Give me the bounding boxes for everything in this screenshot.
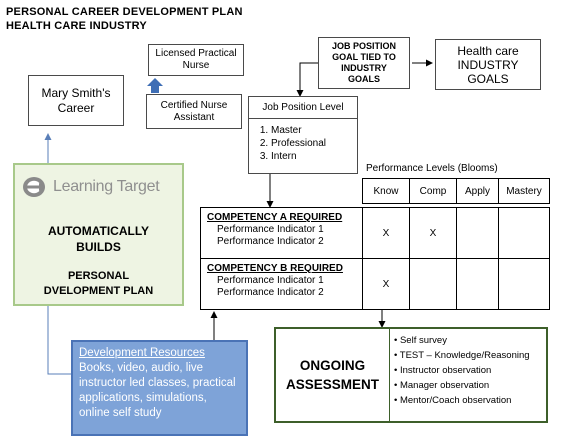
- target-logo-icon: [23, 177, 45, 197]
- competency-b-cell: COMPETENCY B REQUIRED Performance Indica…: [200, 258, 363, 310]
- assessment-item: • TEST – Knowledge/Reasoning: [394, 350, 530, 361]
- automatically-builds-text: AUTOMATICALLY BUILDS: [15, 223, 182, 255]
- development-resources-title: Development Resources: [79, 347, 205, 359]
- job-position-level-box: Job Position Level Master Professional I…: [248, 96, 358, 174]
- competency-b-mastery-mark: [498, 258, 550, 310]
- job-position-goal-label: JOB POSITION GOAL TIED TO INDUSTRY GOALS: [331, 41, 396, 84]
- competency-b-indicator: Performance Indicator 1: [217, 275, 324, 286]
- industry-goals-line2: INDUSTRY: [457, 57, 519, 72]
- personal-line: PERSONAL: [67, 270, 130, 282]
- page-title: PERSONAL CAREER DEVELOPMENT PLAN: [6, 6, 243, 18]
- industry-goals-line1: Health care: [457, 43, 519, 58]
- assessment-item: • Mentor/Coach observation: [394, 395, 512, 406]
- mary-smith-career-label: Mary Smith's Career: [41, 85, 111, 115]
- competency-b-apply-mark: [456, 258, 499, 310]
- builds-line: BUILDS: [76, 240, 121, 254]
- ongoing-assessment-box: ONGOING ASSESSMENT • Self survey • TEST …: [274, 327, 548, 423]
- performance-levels-title: Performance Levels (Blooms): [366, 163, 498, 174]
- learning-target-logo-text: Learning Target: [53, 178, 160, 195]
- competency-b-indicator: Performance Indicator 2: [217, 287, 324, 298]
- level-item: Intern: [271, 150, 357, 163]
- job-position-level-list: Master Professional Intern: [249, 124, 357, 163]
- plan-line: DVELOPMENT PLAN: [43, 285, 154, 297]
- builds-to-resources-line: [47, 306, 72, 375]
- cna-box: Certified Nurse Assistant: [146, 94, 242, 129]
- competency-a-comp-mark: X: [409, 207, 457, 259]
- page-subtitle: HEALTH CARE INDUSTRY: [6, 20, 147, 32]
- learning-target-panel: Learning Target AUTOMATICALLY BUILDS PER…: [13, 163, 184, 306]
- development-resources-body: Books, video, audio, live instructor led…: [79, 362, 236, 419]
- competency-a-indicator: Performance Indicator 2: [217, 236, 324, 247]
- assessment-item: • Manager observation: [394, 380, 490, 391]
- industry-goals-box: Health care INDUSTRY GOALS: [435, 39, 541, 90]
- goal-to-level-arrow: [296, 62, 318, 97]
- learning-target-logo: Learning Target: [21, 173, 179, 201]
- mary-smith-career-box: Mary Smith's Career: [28, 75, 124, 126]
- competency-b-title: COMPETENCY B REQUIRED: [207, 263, 343, 274]
- competency-a-mastery-mark: [498, 207, 550, 259]
- competency-a-apply-mark: [456, 207, 499, 259]
- industry-goals-line3: GOALS: [467, 71, 509, 86]
- col-header-know: Know: [362, 178, 410, 204]
- col-header-comp: Comp: [409, 178, 457, 204]
- col-header-apply: Apply: [456, 178, 499, 204]
- lpn-box: Licensed Practical Nurse: [148, 44, 244, 76]
- competency-b-know-mark: X: [362, 258, 410, 310]
- competency-a-title: COMPETENCY A REQUIRED: [207, 212, 343, 223]
- job-position-level-title: Job Position Level: [249, 97, 357, 119]
- automatically-line: AUTOMATICALLY: [47, 224, 150, 238]
- assessment-item: • Instructor observation: [394, 365, 492, 376]
- level-item: Master: [271, 124, 357, 137]
- ongoing-assessment-title: ONGOING ASSESSMENT: [276, 329, 390, 421]
- col-header-mastery: Mastery: [498, 178, 550, 204]
- development-resources-box: Development Resources Books, video, audi…: [71, 340, 248, 436]
- ongoing-line: ONGOING: [299, 358, 366, 373]
- competency-a-cell: COMPETENCY A REQUIRED Performance Indica…: [200, 207, 363, 259]
- assessment-method-list: • Self survey • TEST – Knowledge/Reasoni…: [390, 333, 546, 408]
- promotion-up-arrow-icon: [147, 78, 163, 93]
- assessment-line: ASSESSMENT: [285, 377, 380, 392]
- competency-b-comp-mark: [409, 258, 457, 310]
- job-position-goal-box: JOB POSITION GOAL TIED TO INDUSTRY GOALS: [318, 37, 410, 89]
- assessment-item: • Self survey: [394, 335, 447, 346]
- competency-a-know-mark: X: [362, 207, 410, 259]
- cna-label: Certified Nurse Assistant: [160, 99, 228, 123]
- competency-a-indicator: Performance Indicator 1: [217, 224, 324, 235]
- personal-plan-text: PERSONAL DVELOPMENT PLAN: [15, 269, 182, 299]
- lpn-label: Licensed Practical Nurse: [155, 48, 237, 71]
- level-item: Professional: [271, 137, 357, 150]
